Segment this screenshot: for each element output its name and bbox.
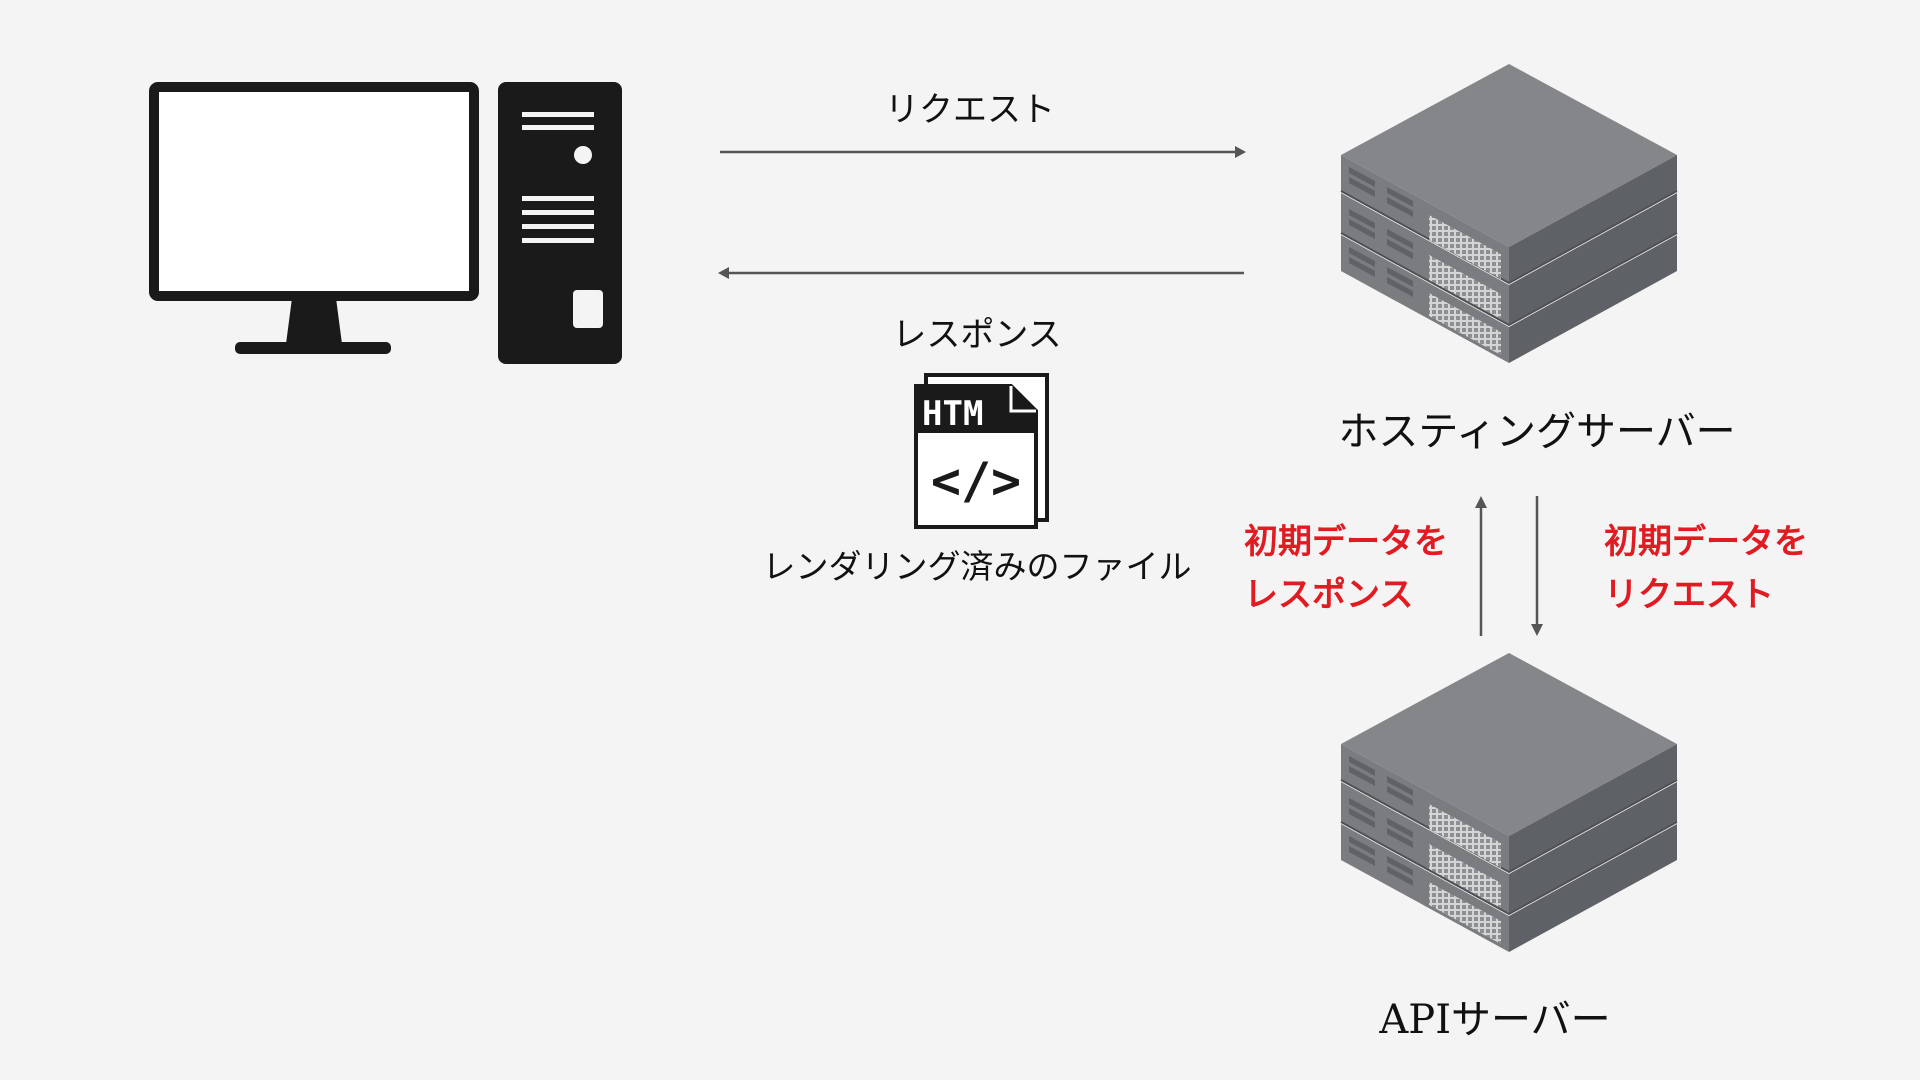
hosting-server-icon bbox=[1340, 63, 1678, 364]
api-response-note: 初期データを レスポンス bbox=[1244, 516, 1474, 621]
response-arrow bbox=[718, 267, 1244, 279]
api-server-label: APIサーバー bbox=[1379, 997, 1611, 1043]
api-response-arrow-up bbox=[1475, 496, 1487, 636]
code-glyph: </> bbox=[931, 452, 1021, 510]
api-response-note-line1: 初期データを bbox=[1244, 522, 1448, 562]
request-arrow bbox=[720, 146, 1246, 158]
pc-tower-icon bbox=[498, 82, 622, 364]
file-badge-text: HTM bbox=[922, 394, 983, 434]
api-response-note-line2: レスポンス bbox=[1244, 574, 1414, 615]
api-request-note-line1: 初期データを bbox=[1604, 522, 1808, 562]
hosting-server-label: ホスティングサーバー bbox=[1338, 409, 1736, 455]
api-request-note: 初期データを リクエスト bbox=[1604, 516, 1834, 621]
api-server-icon bbox=[1340, 652, 1678, 953]
file-caption: レンダリング済みのファイル bbox=[762, 547, 1192, 586]
request-label: リクエスト bbox=[885, 90, 1055, 130]
api-request-note-line2: リクエスト bbox=[1604, 574, 1774, 615]
monitor-icon bbox=[149, 82, 479, 354]
response-label: レスポンス bbox=[892, 315, 1062, 355]
api-request-arrow-down bbox=[1531, 496, 1543, 636]
